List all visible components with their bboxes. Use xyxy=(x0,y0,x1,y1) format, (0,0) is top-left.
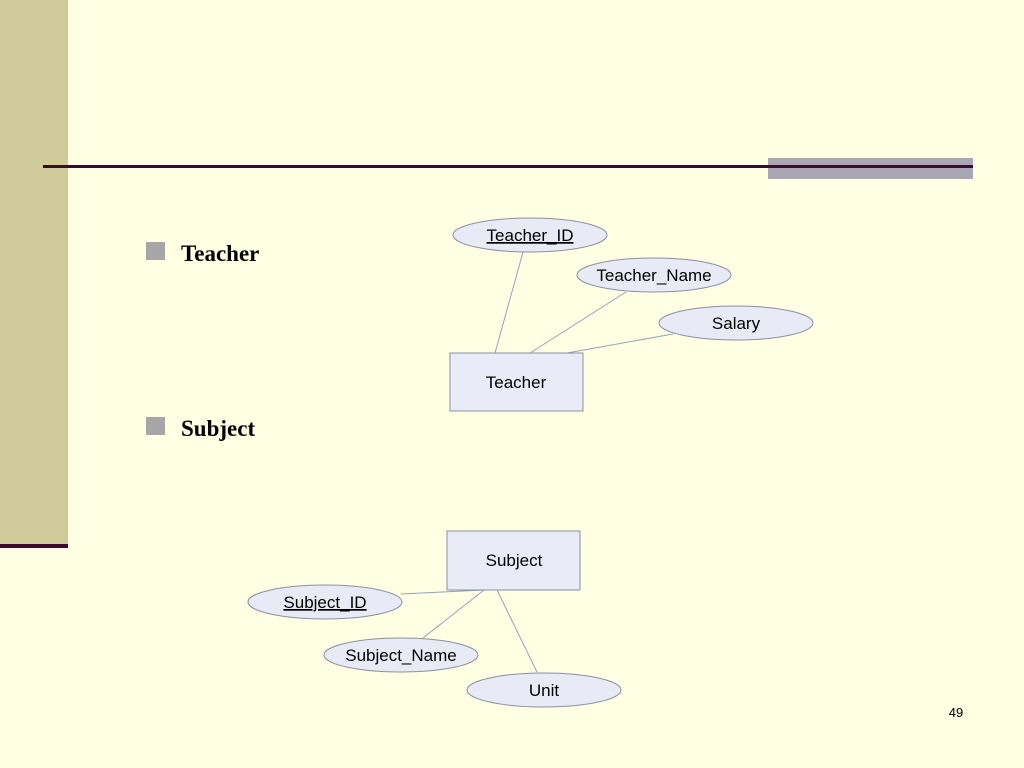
title-accent-bar xyxy=(768,158,973,179)
attribute-label: Salary xyxy=(712,314,761,333)
attribute-label: Unit xyxy=(529,681,560,700)
bullet-text: Subject xyxy=(181,416,256,441)
connector-subject-id xyxy=(400,589,485,595)
attribute-ellipse xyxy=(576,257,732,293)
attribute-teacher-name: Teacher_Name xyxy=(576,257,732,293)
bullet-square-icon xyxy=(146,417,165,435)
attribute-ellipse xyxy=(323,637,479,673)
connector-teacher-id xyxy=(494,251,524,354)
attribute-ellipse xyxy=(658,305,814,341)
attribute-label: Teacher_Name xyxy=(596,266,711,285)
bullet-text: Teacher xyxy=(181,241,260,266)
entity-label: Teacher xyxy=(486,373,547,392)
entity-box xyxy=(446,530,581,591)
title-divider-rule xyxy=(43,165,973,168)
attribute-label: Subject_Name xyxy=(345,646,457,665)
connector-unit xyxy=(496,589,538,673)
bullet-square-icon xyxy=(146,242,165,260)
attribute-subject-id: Subject_ID xyxy=(247,584,403,620)
page-number: 49 xyxy=(948,705,964,720)
attribute-label: Teacher_ID xyxy=(487,226,574,245)
entity-label: Subject xyxy=(486,551,543,570)
attribute-ellipse xyxy=(466,672,622,708)
connector-salary xyxy=(566,333,674,354)
attribute-label: Subject_ID xyxy=(283,593,366,612)
left-sidebar-band xyxy=(0,0,68,544)
entity-subject: Subject xyxy=(446,530,581,591)
entity-box xyxy=(449,352,584,412)
attribute-ellipse xyxy=(247,584,403,620)
attribute-ellipse xyxy=(452,217,608,253)
attribute-unit: Unit xyxy=(466,672,622,708)
attribute-subject-name: Subject_Name xyxy=(323,637,479,673)
attribute-teacher-id: Teacher_ID xyxy=(452,217,608,253)
entity-teacher: Teacher xyxy=(449,352,584,412)
sidebar-bottom-rule xyxy=(0,544,68,548)
connector-teacher-name xyxy=(529,291,627,354)
attribute-salary: Salary xyxy=(658,305,814,341)
connector-subject-name xyxy=(422,589,485,639)
